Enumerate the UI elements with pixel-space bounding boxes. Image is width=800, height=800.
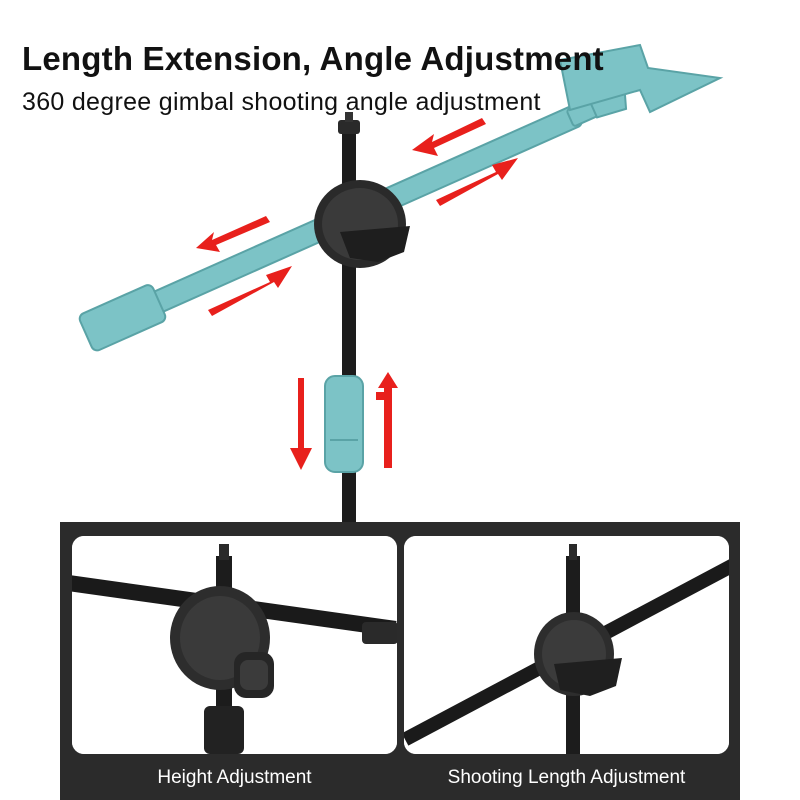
tension-knob — [554, 658, 622, 696]
detail-panel: Height Adjustment Shooting Length Adjust… — [60, 522, 740, 800]
extension-arrows — [196, 118, 518, 316]
shooting-length-photo — [404, 536, 729, 754]
height-arrows — [290, 372, 398, 470]
height-adjustment-photo — [72, 536, 397, 754]
subheadline: 360 degree gimbal shooting angle adjustm… — [22, 88, 541, 116]
caption-height-adjustment: Height Adjustment — [157, 767, 312, 788]
caption-shooting-length-adjustment: Shooting Length Adjustment — [447, 767, 686, 788]
boom-stand-illustration — [78, 43, 724, 522]
pole-top-pin — [345, 112, 353, 122]
gimbal-knob — [340, 226, 410, 262]
pole-top-cap — [338, 120, 360, 134]
boom-tip-highlight — [558, 43, 724, 114]
pole-grip-highlight — [324, 375, 364, 473]
headline: Length Extension, Angle Adjustment — [22, 40, 604, 77]
